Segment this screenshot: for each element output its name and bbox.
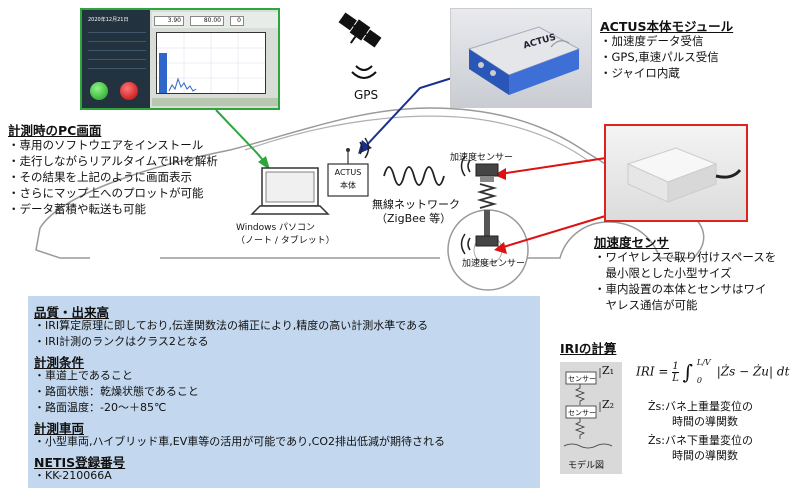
pc-readout-2: 80.00 [190,16,224,26]
red-arrow-top-head [494,168,506,180]
conditions-item-1: ・車道上であること [34,369,133,382]
pc-screen-readouts [88,24,146,69]
sensor-title: 加速度センサ [594,235,670,250]
actus-box-label-2: 本体 [340,181,356,190]
pc-section-title: 計測時のPC画面 [8,123,102,138]
model-sensor-1: センサー [568,375,596,383]
wireless-wave [383,166,445,186]
model-z2: Z₂ [602,398,615,411]
conditions-item-3: ・路面温度：-20～＋85℃ [34,401,167,414]
gps-label: GPS [354,88,379,102]
actus-bullet-2: ・GPS,車速パルス受信 [600,50,719,64]
green-arrow [215,109,269,167]
netis-item-1: ・KK-210066A [34,469,112,482]
quality-title: 品質・出来高 [34,305,110,320]
gps-signal-icon [351,65,377,79]
formula-upper: L/V [696,358,711,367]
vehicle-title: 計測車両 [34,421,85,436]
blue-arrow [363,77,453,149]
iri-title: IRIの計算 [560,341,617,356]
actus-box-label-1: ACTUS [334,168,362,177]
conditions-item-2: ・路面状態：乾燥状態であること [34,385,199,398]
pc-readout-1: 3.90 [154,16,184,26]
wireless-label-2: （ZigBee 等） [376,212,452,225]
pc-bullet-1: ・専用のソフトウエアをインストール [8,138,204,152]
model-sensor-2: センサー [568,409,596,417]
actus-bullet-3: ・ジャイロ内蔵 [600,66,680,80]
green-arrow-head [258,156,270,170]
pc-screen-left-panel: 2020年12月21日 [82,10,150,108]
pc-screen-toolbar: 3.90 80.00 0 [152,12,278,28]
formula-fraction: 1 L [672,361,679,384]
model-caption: モデル図 [568,461,605,471]
laptop-icon [250,167,330,215]
formula-body: |Żs − Żu| dt [716,364,790,379]
laptop-label-1: Windows パソコン [236,223,316,233]
zu-def-2: 時間の導関数 [672,449,738,462]
pc-start-button [90,82,108,100]
sensor-bullet-2: 最小限とした小型サイズ [594,266,732,280]
pc-bullet-2: ・走行しながらリアルタイムでIRIを解析 [8,154,218,168]
satellite-icon [338,12,382,48]
actus-box-in-car [327,163,369,197]
pc-screen-statusbar [152,98,278,106]
suspension-sensor [475,163,499,247]
zu-def-1: Żs:バネ下重量変位の [648,434,753,447]
info-box: 品質・出来高 ・IRI算定原理に即しており,伝達関数法の補正により,精度の高い計… [28,296,540,488]
formula-lhs: IRI = [636,364,673,379]
formula-frac-num: 1 [672,360,679,373]
model-z1: Z₁ [602,364,615,377]
actus-module-photo: ACTUS [450,8,592,108]
integral-symbol: ∫ [682,360,694,384]
integral-limits: L/V 0 [696,358,713,385]
actus-title: ACTUS本体モジュール [600,19,734,34]
netis-title: NETIS登録番号 [34,455,126,470]
pc-screen-screenshot: 2020年12月21日 3.90 80.00 0 [80,8,280,110]
sensor-bullet-3: ・車内設置の本体とセンサはワイ [594,282,767,296]
wifi-icon-right-top [460,155,471,177]
formula-frac-den: L [672,372,679,384]
car-roofline [244,115,591,163]
wifi-icon-left [359,137,370,159]
iri-formula: IRI = 1 L ∫ L/V 0 |Żs − Żu| dt [636,358,790,385]
wireless-label-1: 無線ネットワーク [372,198,460,211]
pc-bullet-5: ・データ蓄積や転送も可能 [8,202,146,216]
conditions-title: 計測条件 [34,355,85,370]
vehicle-item-1: ・小型車両,ハイブリッド車,EV車等の活用が可能であり,CO2排出低減が期待され… [34,435,445,448]
sensor-label-top: 加速度センサー [450,153,514,163]
red-arrow-bottom [499,213,613,249]
wifi-icon-right-bottom [460,233,471,255]
pc-readout-3: 0 [230,16,244,26]
pc-screen-graph [156,32,266,94]
pc-screen-date: 2020年12月21日 [88,17,129,23]
sensor-bullet-4: ヤレス通信が可能 [594,298,698,312]
formula-lower: 0 [696,376,703,385]
quality-item-1: ・IRI算定原理に即しており,伝達関数法の補正により,精度の高い計測水準である [34,319,429,332]
laptop-label-2: （ノート / タブレット） [236,236,335,246]
actus-bullet-1: ・加速度データ受信 [600,34,704,48]
sensor-label-bottom: 加速度センサー [462,259,526,269]
sensor-bullet-1: ・ワイヤレスで取り付けスペースを [594,250,777,264]
car-outline [35,107,705,259]
model-figure: センサー センサー Z₁ Z₂ モデル図 [560,362,622,474]
acceleration-sensor-photo [604,124,748,222]
red-arrow-bottom-head [494,242,507,254]
red-arrow-top [499,157,607,175]
pc-bullet-3: ・その結果を上記のように画面表示 [8,170,192,184]
zs-def-2: 時間の導関数 [672,415,738,428]
pc-stop-button [120,82,138,100]
quality-item-2: ・IRI計測のランクはクラス2となる [34,335,209,348]
zs-def-1: Żs:バネ上重量変位の [648,400,753,413]
pc-bullet-4: ・さらにマップ上へのプロットが可能 [8,186,204,200]
